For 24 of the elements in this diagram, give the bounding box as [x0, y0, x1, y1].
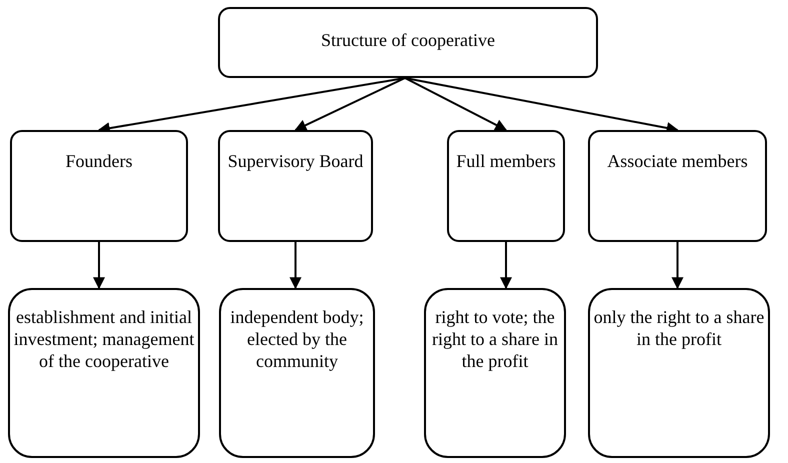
arrow — [500, 242, 512, 290]
node-text: Full members — [455, 150, 557, 172]
node-text: Structure of cooperative — [320, 29, 496, 51]
node-text: Associate members — [606, 150, 749, 172]
node-text: independent body; elected by the community — [229, 306, 365, 372]
category-box — [588, 130, 767, 242]
description-box — [424, 288, 566, 458]
arrow — [294, 77, 406, 131]
node-text: establishment and initial investment; management of the cooperative — [12, 306, 196, 372]
description-box — [219, 288, 375, 458]
arrow — [404, 77, 508, 131]
node-text: Supervisory Board — [226, 150, 364, 172]
category-box — [447, 130, 565, 242]
category-box — [218, 130, 373, 242]
node-text: Founders — [64, 150, 134, 172]
arrow — [290, 242, 302, 290]
arrow — [672, 242, 684, 290]
description-box — [8, 288, 200, 458]
description-box — [588, 288, 770, 458]
node-text: right to vote; the right to a share in the profit — [431, 306, 559, 372]
title-box — [218, 7, 598, 78]
node-text: only the right to a share in the profit — [592, 306, 766, 350]
category-box — [10, 130, 188, 242]
arrow — [93, 242, 105, 290]
